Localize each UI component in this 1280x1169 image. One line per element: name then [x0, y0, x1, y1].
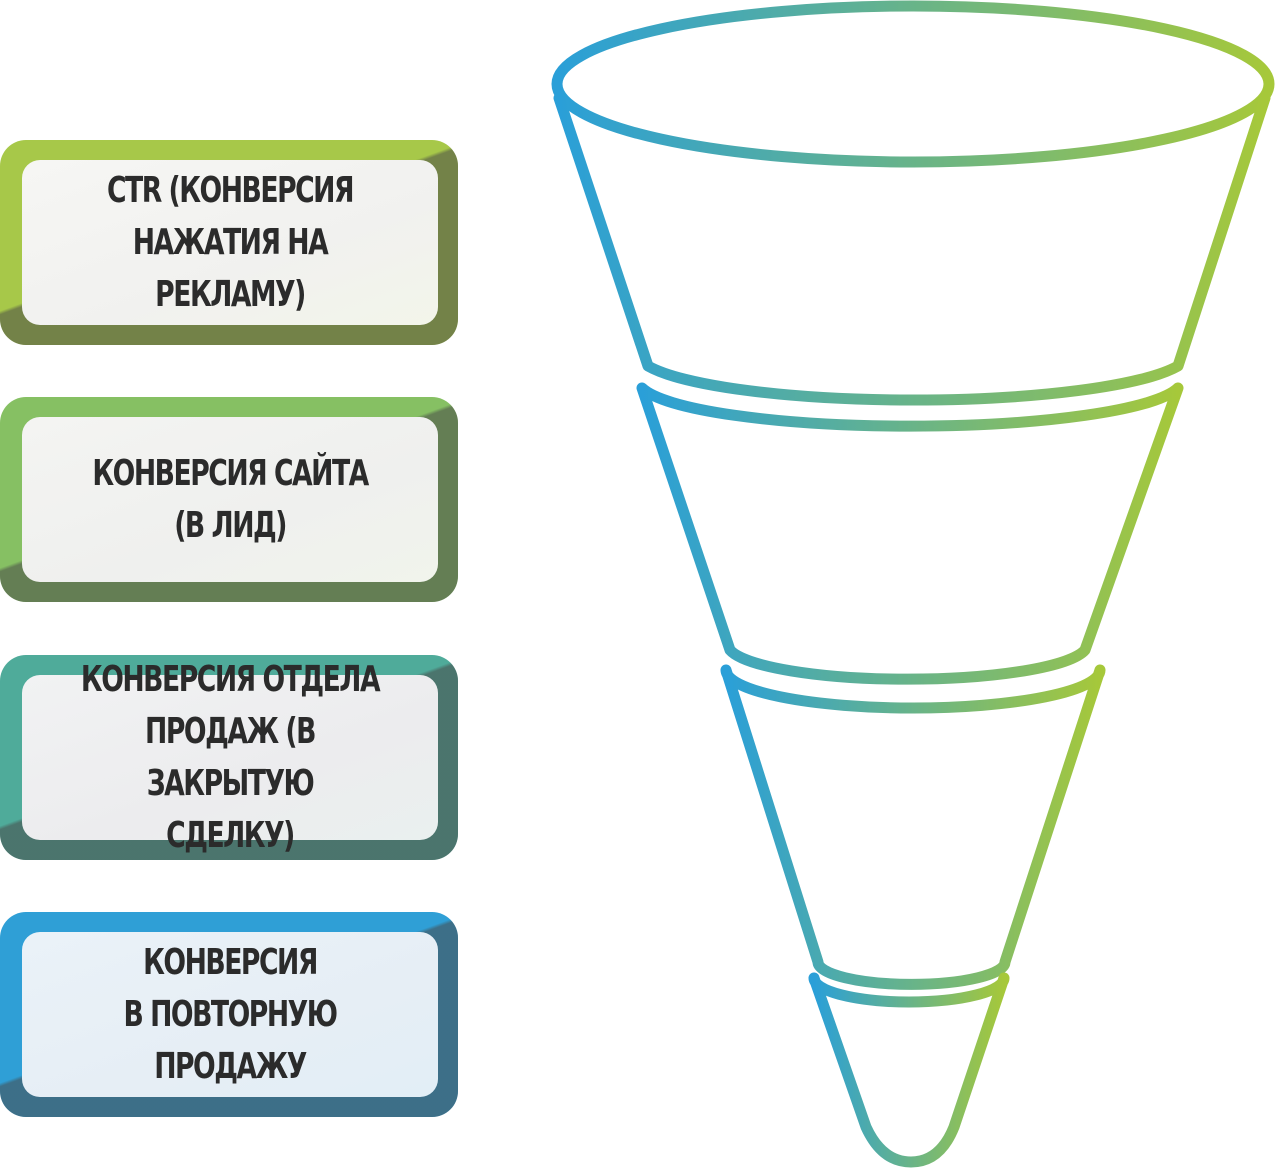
stage-card-sales-conversion: КОНВЕРСИЯ ОТДЕЛА ПРОДАЖ (В ЗАКРЫТУЮ СДЕЛ…: [0, 655, 458, 860]
funnel-segment-3: [720, 664, 1106, 990]
funnel-segment-2: [636, 382, 1184, 685]
stage-card-inner: КОНВЕРСИЯ САЙТА (В ЛИД): [22, 417, 438, 582]
funnel-graphic: [551, 0, 1275, 1168]
stage-card-repeat-sale: КОНВЕРСИЯ В ПОВТОРНУЮ ПРОДАЖУ: [0, 912, 458, 1117]
stage-label-ctr: CTR (КОНВЕРСИЯ НАЖАТИЯ НА РЕКЛАМУ): [106, 169, 355, 315]
stage-card-inner: КОНВЕРСИЯ ОТДЕЛА ПРОДАЖ (В ЗАКРЫТУЮ СДЕЛ…: [22, 659, 438, 856]
stage-label-site-conversion: КОНВЕРСИЯ САЙТА (В ЛИД): [92, 452, 369, 546]
stage-card-inner: CTR (КОНВЕРСИЯ НАЖАТИЯ НА РЕКЛАМУ): [22, 160, 438, 325]
stage-card-ctr: CTR (КОНВЕРСИЯ НАЖАТИЯ НА РЕКЛАМУ): [0, 140, 458, 345]
funnel-segment-1: [553, 92, 1271, 406]
stage-label-sales-conversion: КОНВЕРСИЯ ОТДЕЛА ПРОДАЖ (В ЗАКРЫТУЮ СДЕЛ…: [80, 658, 381, 856]
stage-card-site-conversion: КОНВЕРСИЯ САЙТА (В ЛИД): [0, 397, 458, 602]
funnel-rim: [551, 0, 1275, 168]
funnel-segment-4: [808, 972, 1010, 1168]
stage-label-repeat-sale: КОНВЕРСИЯ В ПОВТОРНУЮ ПРОДАЖУ: [123, 941, 337, 1087]
stage-card-inner: КОНВЕРСИЯ В ПОВТОРНУЮ ПРОДАЖУ: [22, 932, 438, 1097]
